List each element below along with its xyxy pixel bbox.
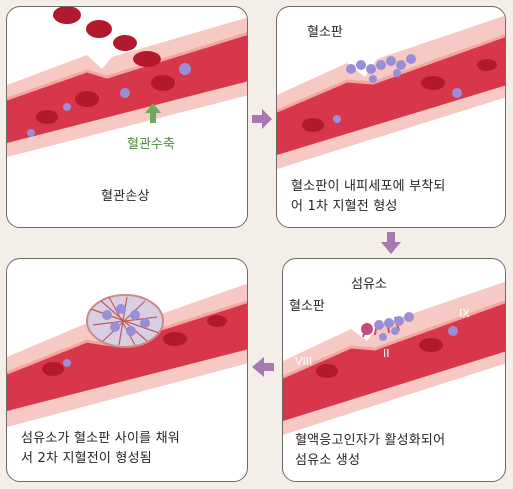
panel-4-caption-line2: 서 2차 지혈전이 형성됨 [21,451,152,466]
arrow-right-icon [252,109,272,129]
panel-3-caption-line1: 혈액응고인자가 활성화되어 [295,433,446,448]
vessel-injury-illustration [7,7,247,157]
platelet-adhesion-illustration [277,15,505,169]
panel-2-caption-line1: 혈소판이 내피세포에 부착되 [291,179,446,194]
coagulation-illustration [283,281,505,435]
arrow-up-icon [145,103,161,123]
secondary-clot-illustration [7,283,247,427]
panel-platelet-adhesion: 혈소판 혈소판이 내피세포에 부착되 어 1차 지혈전 형성 [276,6,506,228]
panel-2-caption-line2: 어 1차 지혈전 형성 [291,199,398,214]
platelet-label: 혈소판 [307,25,343,40]
panel-4-caption-line1: 섬유소가 혈소판 사이를 채워 [21,431,180,446]
fibrin-label: 섬유소 [351,277,387,292]
platelet-label-3: 혈소판 [289,299,325,314]
arrow-down-icon [381,232,401,254]
factor-viii: VIII [295,355,313,368]
panel-secondary-clot: 섬유소가 혈소판 사이를 채워 서 2차 지혈전이 형성됨 [6,258,248,482]
constriction-label: 혈관수축 [127,137,175,152]
factor-ix: IX [459,307,470,320]
arrow-left-icon [252,357,274,377]
panel-1-caption: 혈관손상 [101,189,150,204]
panel-vessel-injury: 혈관수축 혈관손상 [6,6,248,228]
panel-coagulation-factors: 섬유소 혈소판 VIII II IX 혈액응고인자가 활성화되어 섬유소 생성 [282,258,506,482]
factor-ii: II [383,347,390,360]
panel-3-caption-line2: 섬유소 생성 [295,453,361,468]
